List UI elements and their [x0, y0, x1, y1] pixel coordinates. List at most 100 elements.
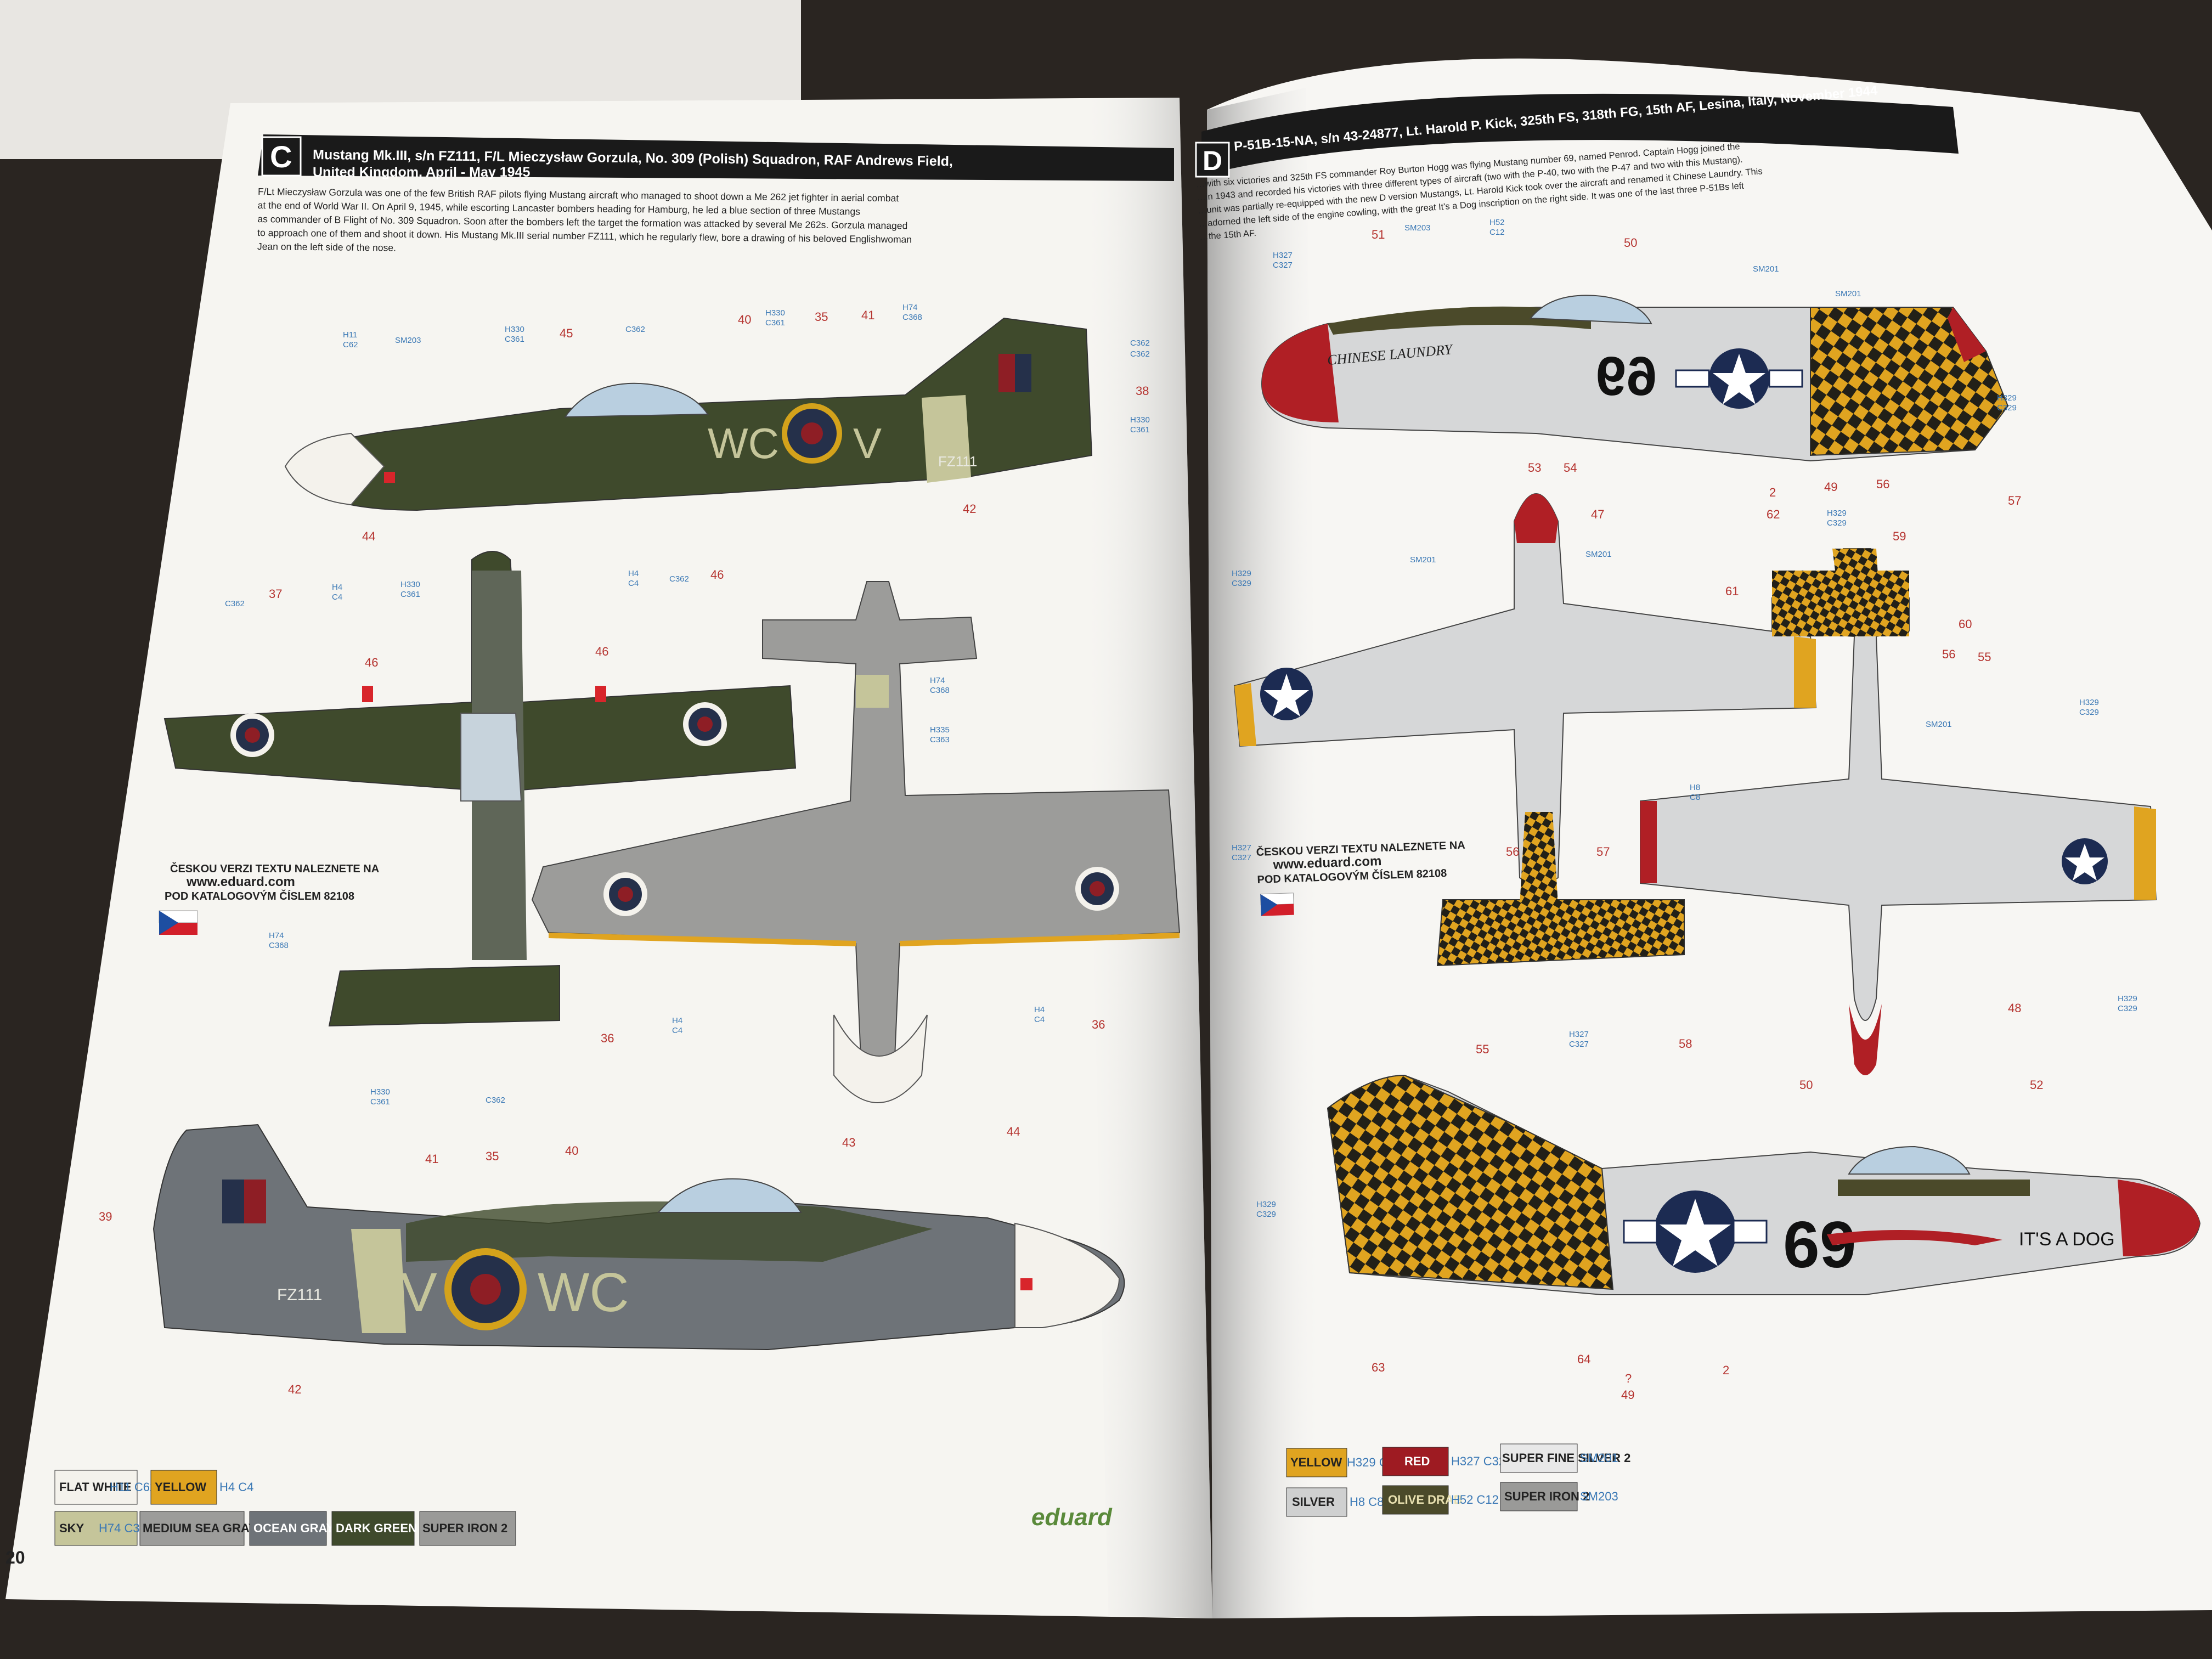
callout-number: 44 — [1007, 1125, 1020, 1138]
profile-letter-c: C — [270, 139, 292, 174]
callout-code: C12 — [1489, 228, 1505, 237]
callout-number: 52 — [2030, 1078, 2043, 1092]
callout-code: H4 — [332, 583, 342, 592]
callout-number: 37 — [269, 587, 282, 601]
callout-number: 49 — [1824, 480, 1837, 494]
callout-number: 2 — [1769, 486, 1776, 499]
swatch-code: H52 C12 — [1451, 1493, 1499, 1506]
p51b-profile-right-side: 69 IT'S A DOG — [1327, 1074, 2201, 1295]
callout-number: 62 — [1767, 507, 1780, 521]
czech-note-url: www.eduard.com — [186, 874, 295, 889]
callout-number: 41 — [861, 308, 874, 322]
swatch-code: H11 C62 — [110, 1480, 156, 1494]
mustang-plan-underside — [531, 581, 1181, 1103]
callout-number: 50 — [1799, 1078, 1813, 1092]
swatch-code: H8 C8 — [1350, 1495, 1384, 1509]
callout-number: 55 — [1476, 1042, 1489, 1056]
czech-flag-icon — [159, 910, 198, 935]
swatch-code: SM203 — [1580, 1489, 1618, 1503]
callout-code: C361 — [1130, 425, 1150, 435]
swatch-red: RED — [1404, 1454, 1430, 1468]
callout-code: C362 — [225, 599, 245, 608]
callout-code: C329 — [1232, 579, 1251, 588]
czech-note-line3: POD KATALOGOVÝM ČÍSLEM 82108 — [165, 889, 354, 902]
left-title-line2: United Kingdom, April - May 1945 — [313, 165, 530, 180]
callout-number: 46 — [710, 568, 724, 582]
callout-number: 35 — [815, 310, 828, 324]
callout-code: C327 — [1232, 853, 1251, 862]
callout-number: 36 — [1092, 1018, 1105, 1031]
callout-number: ? — [1625, 1372, 1632, 1385]
callout-code: H329 — [1827, 509, 1847, 518]
callout-code: C327 — [1273, 261, 1293, 270]
callout-code: SM201 — [1585, 550, 1612, 559]
callout-code: H327 — [1232, 843, 1251, 853]
callout-code: C4 — [628, 579, 639, 588]
callout-number: 36 — [601, 1031, 614, 1045]
callout-number: 64 — [1577, 1352, 1590, 1366]
callout-code: C368 — [269, 941, 289, 950]
callout-code: C329 — [1997, 403, 2017, 413]
callout-code: H74 — [269, 931, 284, 940]
left-color-legend: FLAT WHITE H11 C62 YELLOW H4 C4 SKY H74 … — [5, 1470, 1113, 1567]
swatch-super-iron-2-r: SUPER IRON 2 — [1504, 1489, 1589, 1503]
callout-code: H330 — [400, 580, 420, 589]
p51b-plan-top-view — [1640, 548, 2157, 1075]
callout-number: 56 — [1876, 477, 1889, 491]
callout-code: H52 — [1489, 218, 1505, 227]
callout-number: 38 — [1136, 384, 1149, 398]
callout-number: 43 — [842, 1136, 855, 1149]
aircraft-number-bottom: 69 — [1783, 1208, 1856, 1282]
callout-code: H335 — [930, 725, 950, 735]
callout-code: C362 — [1130, 338, 1150, 348]
callout-code: C362 — [1130, 349, 1150, 359]
callout-number: 58 — [1679, 1037, 1692, 1051]
callout-code: H329 — [2079, 698, 2099, 707]
mustang-profile-right-side: V WC FZ111 — [153, 1124, 1125, 1351]
callout-code: C361 — [370, 1097, 390, 1107]
callout-code: C329 — [2118, 1004, 2137, 1013]
callout-code: H329 — [1256, 1200, 1276, 1209]
swatch-yellow-r: YELLOW — [1290, 1455, 1342, 1469]
swatch-code: SM201 — [1580, 1451, 1618, 1465]
swatch-dark-green: DARK GREEN — [336, 1521, 417, 1535]
callout-code: H330 — [1130, 415, 1150, 425]
callout-number: 59 — [1893, 529, 1906, 543]
callout-code: C329 — [2079, 708, 2099, 717]
czech-flag-icon — [1260, 893, 1294, 916]
aircraft-number-top: 69 — [1596, 346, 1657, 407]
callout-code: H74 — [930, 676, 945, 685]
callout-code: C329 — [1827, 518, 1847, 528]
callout-number: 49 — [1621, 1388, 1634, 1402]
callout-code: C361 — [400, 590, 420, 599]
callout-code: SM201 — [1410, 555, 1436, 565]
callout-number: 47 — [1591, 507, 1604, 521]
callout-number: 57 — [1596, 845, 1610, 859]
callout-number: 42 — [963, 502, 976, 516]
callout-code: C362 — [669, 574, 689, 584]
left-callouts: H11 C62 SM203 H330 C361 45 C362 40 H330 … — [99, 303, 1150, 1396]
swatch-ocean-gray: OCEAN GRAY — [253, 1521, 334, 1535]
callout-code: SM201 — [1835, 289, 1861, 298]
callout-code: C327 — [1569, 1040, 1589, 1049]
callout-number: 41 — [425, 1152, 438, 1166]
page-number: 20 — [5, 1548, 25, 1567]
callout-number: 53 — [1528, 461, 1541, 475]
swatch-yellow: YELLOW — [155, 1480, 206, 1494]
swatch-code: H4 C4 — [219, 1480, 253, 1494]
eduard-logo: eduard — [1031, 1504, 1113, 1531]
callout-number: 50 — [1624, 236, 1637, 250]
callout-number: 40 — [565, 1144, 578, 1158]
callout-number: 54 — [1564, 461, 1577, 475]
callout-number: 2 — [1723, 1363, 1729, 1377]
callout-code: SM201 — [1753, 264, 1779, 274]
callout-code: C4 — [672, 1026, 682, 1035]
callout-number: 35 — [486, 1149, 499, 1163]
callout-number: 46 — [595, 645, 608, 658]
callout-code: H329 — [1232, 569, 1251, 578]
callout-number: 39 — [99, 1210, 112, 1223]
callout-code: H327 — [1273, 251, 1293, 260]
callout-code: H11 — [343, 330, 357, 340]
swatch-olive-drab: OLIVE DRAB — [1388, 1493, 1463, 1506]
